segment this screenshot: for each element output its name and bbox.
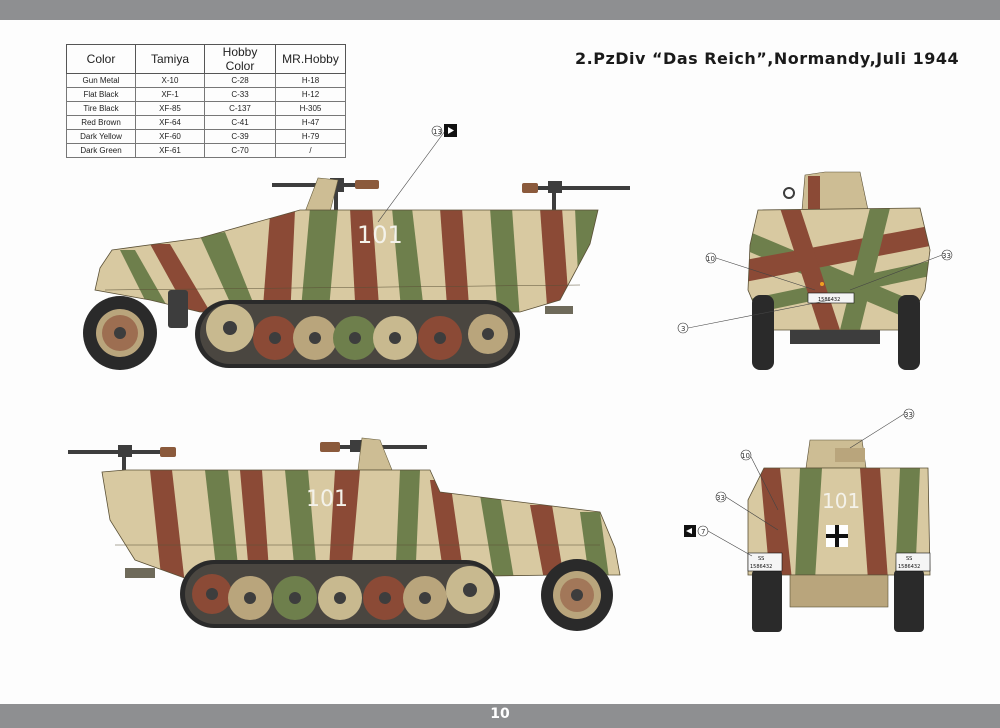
- rear-view: 1586432 10 3 33: [677, 171, 953, 370]
- hull-number-side-top: 101: [357, 221, 403, 249]
- hull-number-front: 101: [822, 489, 860, 513]
- machine-gun-front: [272, 177, 379, 213]
- svg-text:1586432: 1586432: [898, 564, 920, 570]
- table-row: Dark Green XF-61 C-70 /: [66, 143, 346, 158]
- balkenkreuz-icon: [826, 525, 848, 547]
- top-border-bar: [0, 0, 1000, 20]
- side-view-left: 101 13: [83, 124, 630, 370]
- svg-text:SS: SS: [906, 556, 912, 562]
- left-wheel-rear-view: [752, 295, 774, 370]
- machine-gun-rear: [522, 181, 630, 210]
- license-plate-front-left: [747, 552, 783, 572]
- cell-mr-hobby: /: [275, 143, 346, 158]
- track-assembly: [195, 300, 520, 368]
- bottom-border-bar: [0, 704, 1000, 728]
- callout-10-rear: 10: [705, 252, 816, 291]
- track-assembly-bottom: [180, 560, 500, 628]
- svg-text:13: 13: [433, 128, 442, 136]
- header-mr-hobby: MR.Hobby: [275, 44, 346, 74]
- left-track-front-view: [752, 570, 782, 632]
- table-row: Gun Metal X-10 C-28 H-18: [66, 73, 346, 88]
- header-hobby-color: Hobby Color: [204, 44, 276, 74]
- right-track-front-view: [894, 570, 924, 632]
- svg-text:10: 10: [741, 452, 750, 460]
- tow-hitch: [545, 306, 573, 314]
- callout-33-front-side: 33: [715, 491, 779, 531]
- svg-text:3: 3: [681, 325, 685, 333]
- machine-gun-rear-bottom: [68, 445, 176, 472]
- callout-10-front: 10: [740, 449, 779, 511]
- header-color: Color: [66, 44, 136, 74]
- machine-gun-front-bottom: [320, 437, 427, 471]
- license-plate-rear: [807, 292, 855, 304]
- page-title: 2.PzDiv “Das Reich”,Normandy,Juli 1944: [575, 49, 960, 68]
- license-plate-front-right: [895, 552, 931, 572]
- svg-text:1586432: 1586432: [750, 564, 772, 570]
- svg-text:SS: SS: [758, 556, 764, 562]
- header-tamiya: Tamiya: [135, 44, 205, 74]
- page-number: 10: [490, 706, 510, 722]
- front-wheel: [83, 296, 157, 370]
- callout-33-rear: 33: [849, 249, 953, 291]
- paint-color-table: Color Tamiya Hobby Color MR.Hobby Gun Me…: [66, 44, 346, 158]
- front-view: 101 SS 1586432 SS 1586432 33 10 33: [684, 408, 931, 632]
- exhaust-muffler: [168, 290, 188, 328]
- table-row: Tire Black XF-85 C-137 H-305: [66, 101, 346, 116]
- svg-text:33: 33: [942, 252, 951, 260]
- tow-hitch-bottom: [125, 568, 155, 578]
- svg-text:10: 10: [706, 255, 715, 263]
- table-row: Dark Yellow XF-60 C-39 H-79: [66, 129, 346, 144]
- callout-33-front-top: 33: [849, 408, 915, 449]
- hull-number-side-bottom: 101: [306, 487, 348, 512]
- side-view-right: 101: [68, 437, 621, 631]
- svg-text:33: 33: [716, 494, 725, 502]
- svg-text:7: 7: [701, 528, 705, 536]
- right-wheel-rear-view: [898, 295, 920, 370]
- front-wheel-bottom: [541, 559, 613, 631]
- svg-text:33: 33: [904, 411, 913, 419]
- callout-13: 13: [377, 124, 457, 223]
- table-header-row: Color Tamiya Hobby Color MR.Hobby: [66, 44, 346, 74]
- callout-3-rear: 3: [677, 299, 831, 334]
- callout-7-front: 7: [684, 525, 753, 557]
